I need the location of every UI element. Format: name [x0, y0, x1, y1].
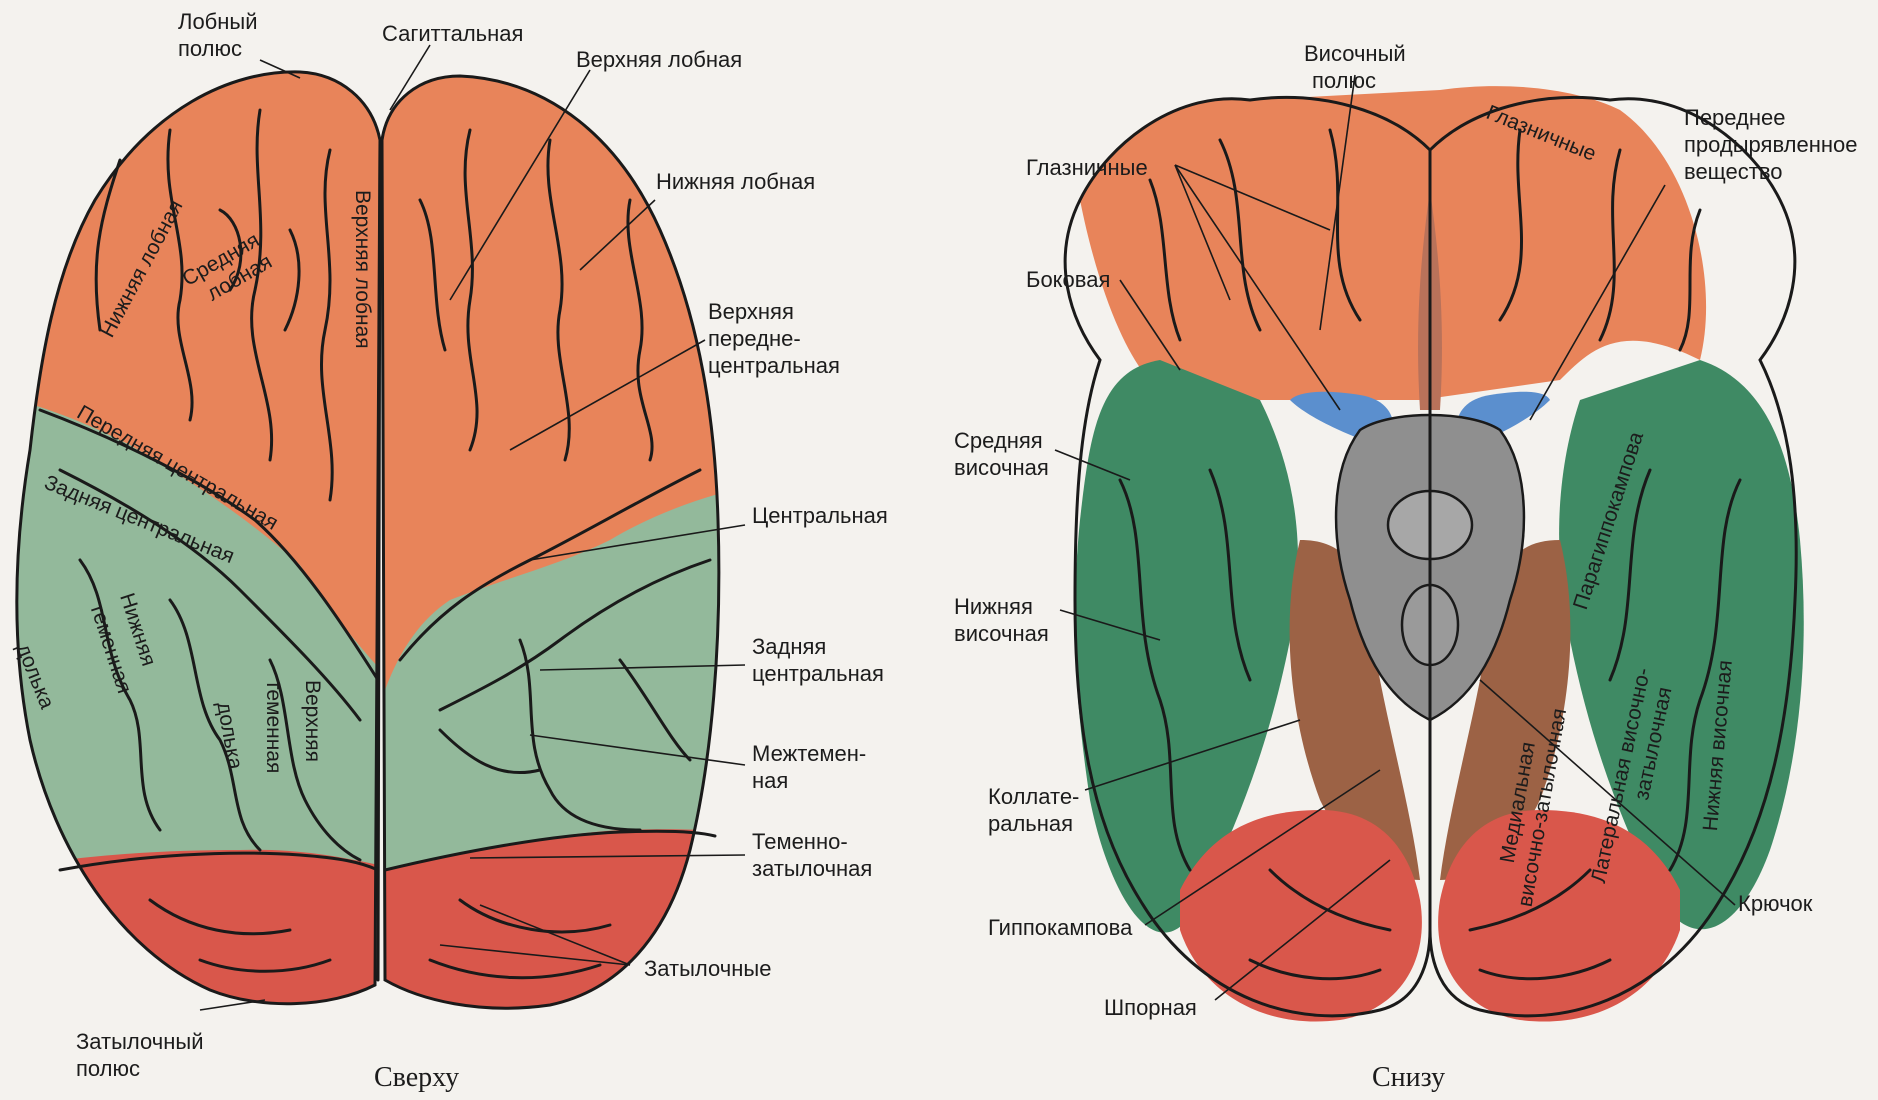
- label-orbital: Глазничные: [1026, 154, 1148, 181]
- label-temporal-pole: Височный полюс: [1304, 40, 1406, 94]
- bottom-view-brain: [1065, 86, 1804, 1021]
- label-frontal-pole: Лобный полюс: [178, 8, 258, 62]
- label-inferior-frontal: Нижняя лобная: [656, 168, 815, 195]
- caption-top-view: Сверху: [374, 1062, 459, 1094]
- label-postcentral: Задняя центральная: [752, 633, 884, 687]
- region-superior-parietal-word2: теменная: [261, 680, 286, 773]
- label-calcarine: Шпорная: [1104, 994, 1197, 1021]
- region-superior-parietal-word1: Верхняя: [300, 680, 325, 762]
- top-view-brain: [0, 0, 780, 1100]
- label-occipital: Затылочные: [644, 955, 771, 982]
- label-intraparietal: Межтемен- ная: [752, 740, 866, 794]
- label-occipital-pole: Затылочный полюс: [76, 1028, 203, 1082]
- label-parieto-occipital: Теменно- затылочная: [752, 828, 872, 882]
- label-superior-frontal: Верхняя лобная: [576, 46, 742, 73]
- caption-bottom-view: Снизу: [1372, 1062, 1445, 1094]
- label-central: Центральная: [752, 502, 888, 529]
- label-inferior-temporal: Нижняя височная: [954, 593, 1049, 647]
- region-superior-frontal-vertical: Верхняя лобная: [350, 190, 375, 349]
- label-sagittal: Сагиттальная: [382, 20, 523, 47]
- label-lateral: Боковая: [1026, 266, 1110, 293]
- label-superior-precentral: Верхняя передне- центральная: [708, 298, 840, 379]
- label-collateral: Коллате- ральная: [988, 783, 1079, 837]
- label-hippocampal: Гиппокампова: [988, 914, 1132, 941]
- label-anterior-perforated: Переднее продырявленное вещество: [1684, 104, 1857, 185]
- label-uncus: Крючок: [1738, 890, 1812, 917]
- label-middle-temporal: Средняя височная: [954, 427, 1049, 481]
